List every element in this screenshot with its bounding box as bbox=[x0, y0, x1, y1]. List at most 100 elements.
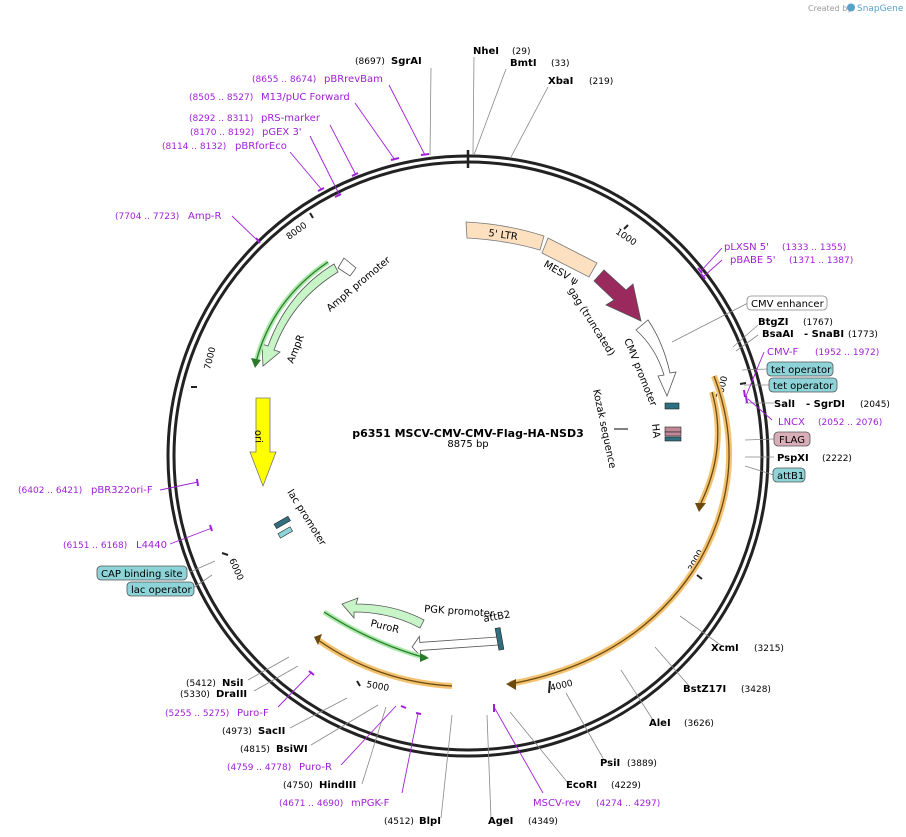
kozak-label: Kozak sequence bbox=[590, 388, 618, 469]
attb1-box bbox=[772, 467, 806, 483]
pgk-promoter-feature bbox=[411, 635, 499, 658]
primer-m13: M13/pUC Forward bbox=[261, 92, 350, 103]
site-pos-sgrai: (8697) bbox=[355, 57, 385, 67]
primer-purof: Puro-F bbox=[237, 708, 269, 719]
site-pos-hindiii: (4750) bbox=[283, 781, 313, 791]
tet-operator-box-2 bbox=[768, 377, 838, 393]
cmv-enhancer-box bbox=[746, 295, 828, 311]
puro-orf-arrowhead bbox=[314, 634, 322, 645]
puror-arrowhead bbox=[420, 653, 429, 662]
cmv-enhancer-label: CMV enhancer bbox=[751, 299, 825, 310]
primer-pbr322ori: pBR322ori-F bbox=[91, 485, 153, 496]
ampr-label: AmpR bbox=[286, 333, 307, 365]
ori-label: ori bbox=[252, 430, 263, 443]
site-nsii: NsiI bbox=[222, 678, 243, 689]
lac-block-1 bbox=[273, 515, 291, 530]
attb1-label: attB1 bbox=[777, 471, 804, 482]
tag-block bbox=[664, 402, 680, 410]
pgk-promoter-label: PGK promoter bbox=[424, 604, 495, 620]
site-snabi: - SnaBI bbox=[804, 329, 844, 340]
gag-label: gag (truncated) bbox=[565, 286, 616, 359]
orf-arc-2-line bbox=[509, 375, 730, 685]
site-bstz17i: BstZ17I bbox=[683, 684, 726, 695]
site-pos-pspxi: (2222) bbox=[822, 454, 852, 464]
puro-orf-arc-line bbox=[317, 639, 453, 687]
site-pos-nhei: (29) bbox=[512, 47, 530, 57]
flag-box bbox=[773, 431, 811, 447]
ltr-label: 5' LTR bbox=[488, 228, 519, 243]
site-agei: AgeI bbox=[488, 816, 513, 827]
primer-puror: Puro-R bbox=[299, 762, 332, 773]
site-pos-xcmi: (3215) bbox=[754, 644, 784, 654]
site-pos-ecori: (4229) bbox=[611, 781, 641, 791]
tick-6000: 6000 bbox=[226, 557, 245, 582]
primer-range-lncx: (2052 .. 2076) bbox=[818, 418, 882, 428]
ampr-arrowhead bbox=[251, 358, 261, 368]
primer-pbabe: pBABE 5' bbox=[730, 255, 776, 266]
primer-lncx: LNCX bbox=[778, 417, 805, 428]
site-bsiwi: BsiWI bbox=[276, 744, 308, 755]
gag-feature bbox=[593, 269, 642, 322]
site-pos-bmti: (33) bbox=[551, 59, 569, 69]
cap-binding-site-label: CAP binding site bbox=[101, 569, 183, 580]
primer-range-pgex: (8170 .. 8192) bbox=[190, 128, 254, 138]
tick-5000: 5000 bbox=[365, 680, 390, 694]
ampr-promoter-feature bbox=[337, 257, 357, 277]
ampr-arc-line bbox=[255, 261, 329, 363]
cmv-promoter-feature bbox=[635, 319, 677, 398]
primer-range-pbrforeco: (8114 .. 8132) bbox=[162, 142, 226, 152]
site-nhei: NheI bbox=[473, 46, 499, 57]
primer-range-pbabe: (1371 .. 1387) bbox=[789, 256, 853, 266]
primer-range-purof: (5255 .. 5275) bbox=[165, 709, 229, 719]
attb2-label: attB2 bbox=[483, 609, 512, 625]
site-leaders bbox=[189, 56, 775, 819]
primer-mscvrev: MSCV-rev bbox=[533, 798, 581, 809]
lac-operator-box bbox=[126, 581, 195, 597]
site-bsaai: BsaAI bbox=[762, 329, 794, 340]
site-pos-draiii: (5330) bbox=[180, 690, 210, 700]
site-pos-agei: (4349) bbox=[528, 817, 558, 827]
primer-range-cmvf: (1952 .. 1972) bbox=[815, 348, 879, 358]
site-pos-bstz17i: (3428) bbox=[741, 685, 771, 695]
site-sgrai: SgrAI bbox=[391, 56, 422, 67]
lac-promoter-label: lac promoter bbox=[284, 488, 328, 549]
site-pos-sacii: (4973) bbox=[222, 727, 252, 737]
site-btgzi: BtgZI bbox=[758, 317, 789, 328]
ha-label: HA bbox=[649, 423, 661, 439]
primer-range-ampr: (7704 .. 7723) bbox=[115, 212, 179, 222]
site-pos-psii: (3889) bbox=[627, 759, 657, 769]
puror-feature bbox=[341, 597, 425, 629]
site-xcmi: XcmI bbox=[711, 643, 739, 654]
site-pspxi: PspXI bbox=[777, 453, 809, 464]
lac-block-2 bbox=[277, 526, 293, 539]
primer-marks bbox=[196, 153, 748, 715]
primer-pgex: pGEX 3' bbox=[262, 127, 302, 138]
primer-prs: pRS-marker bbox=[261, 113, 321, 124]
site-draiii: DraIII bbox=[216, 689, 247, 700]
site-pos-btgzi: (1767) bbox=[803, 318, 833, 328]
plasmid-size: 8875 bp bbox=[447, 439, 488, 450]
primer-range-pbrrevbam: (8655 .. 8674) bbox=[252, 75, 316, 85]
site-pos-sgrdi: (2045) bbox=[860, 400, 890, 410]
tick-4000: 4000 bbox=[549, 679, 574, 694]
tet-operator-label-1: tet operator bbox=[771, 365, 832, 376]
site-blpi: BlpI bbox=[419, 816, 441, 827]
primer-range-puror: (4759 .. 4778) bbox=[227, 763, 291, 773]
primer-pbrrevbam: pBRrevBam bbox=[324, 74, 383, 85]
snapgene-logo-icon bbox=[847, 3, 855, 12]
attb1-block bbox=[664, 436, 682, 442]
tick-1000: 1000 bbox=[613, 227, 638, 248]
site-alei: AleI bbox=[649, 718, 671, 729]
puror-label: PuroR bbox=[369, 618, 400, 636]
primer-range-mscvrev: (4274 .. 4297) bbox=[596, 799, 660, 809]
orf-arrowhead-1 bbox=[695, 503, 706, 512]
ampr-promoter-label: AmpR promoter bbox=[325, 254, 394, 314]
ltr-feature bbox=[465, 221, 545, 251]
site-pos-bsiwi: (4815) bbox=[240, 745, 270, 755]
primer-cmvf: CMV-F bbox=[767, 347, 798, 358]
site-xbai: XbaI bbox=[548, 76, 573, 87]
puror-arc-line bbox=[323, 611, 427, 659]
tet-operator-label-2: tet operator bbox=[773, 381, 834, 392]
site-pos-snabi: (1773) bbox=[848, 330, 878, 340]
